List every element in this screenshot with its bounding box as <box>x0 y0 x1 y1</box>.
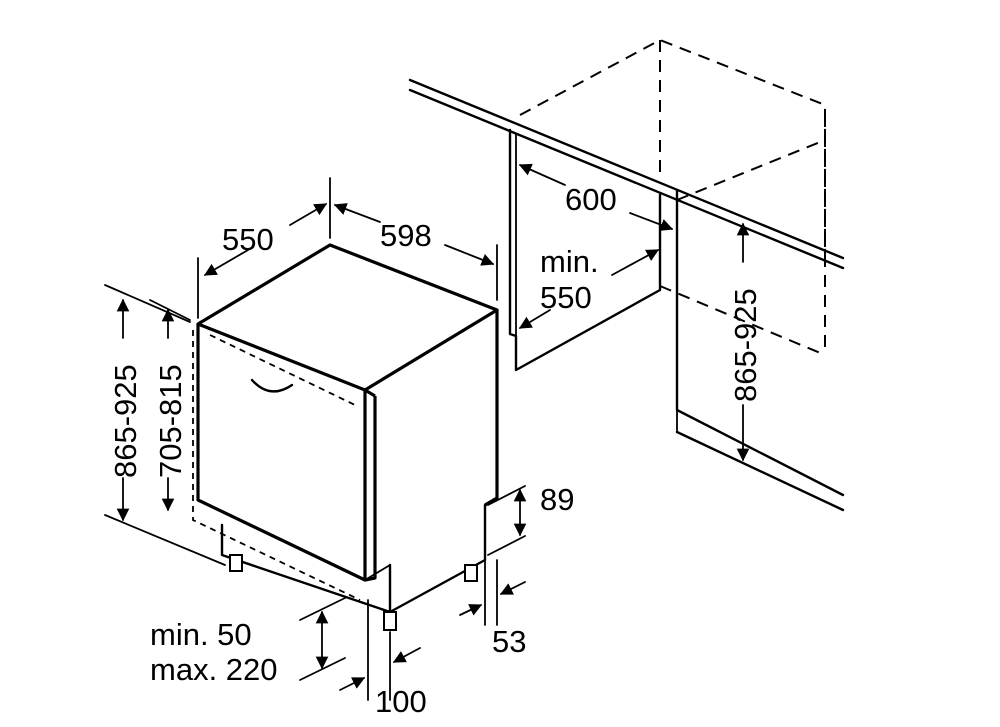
cabinet-niche <box>408 38 845 512</box>
label-height-outer-left: 865-925 <box>108 364 143 478</box>
dimension-lines <box>104 163 750 701</box>
label-plinth-height-89: 89 <box>540 482 574 517</box>
label-foot-setback-100: 100 <box>375 684 427 719</box>
label-depth-550: 550 <box>222 222 274 257</box>
label-plinth-depth-53: 53 <box>492 624 526 659</box>
label-niche-depth-value: 550 <box>540 280 592 315</box>
label-height-inner-left: 705-815 <box>153 364 188 478</box>
label-height-niche-right: 865-925 <box>728 288 763 402</box>
label-niche-depth-min: min. <box>540 244 599 279</box>
label-foot-gap-min: min. 50 <box>150 617 252 652</box>
label-width-598: 598 <box>380 218 432 253</box>
dishwasher-body <box>192 243 499 631</box>
label-niche-width-600: 600 <box>565 182 617 217</box>
label-foot-gap-max: max. 220 <box>150 652 278 687</box>
